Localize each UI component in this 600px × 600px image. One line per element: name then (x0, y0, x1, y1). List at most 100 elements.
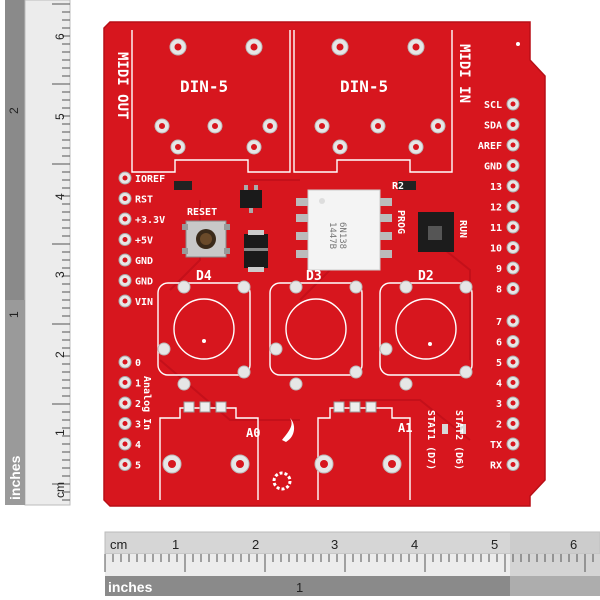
bottom-ruler-inches-label: inches (108, 579, 153, 595)
left-power-pin-6-hole (122, 298, 128, 304)
left-power-pin-label-3: +5V (135, 236, 153, 247)
left-power-pin-4-hole (122, 257, 128, 263)
left-power-pin-2-hole (122, 216, 128, 222)
d4-label: D4 (196, 269, 212, 284)
left-ruler-inch-1: 1 (7, 311, 21, 318)
left-ruler-cm-label: cm (53, 482, 67, 498)
right-bottom-pin-3-hole (510, 380, 516, 385)
bottom-ruler-cm-5: 5 (491, 537, 498, 552)
left-power-pin-5-hole (122, 278, 128, 283)
bottom-ruler-inch-1: 1 (296, 580, 303, 595)
din-left-label: DIN-5 (180, 77, 228, 96)
right-top-pin-4-hole (510, 183, 516, 189)
left-power-pin-label-5: GND (135, 277, 153, 288)
right-top-pin-label-9: 8 (496, 285, 502, 296)
left-power-pin-label-6: VIN (135, 297, 153, 308)
right-bottom-pin-2-hole (510, 359, 516, 365)
right-top-pin-1-hole (510, 122, 516, 127)
left-power-pin-label-0: IOREF (135, 174, 165, 185)
left-power-pin-label-4: GND (135, 256, 153, 267)
left-analog-pin-label-3: 3 (135, 420, 141, 431)
reset-label: RESET (187, 207, 217, 218)
right-top-pin-2-hole (510, 142, 516, 148)
right-top-pin-3-hole (510, 163, 516, 168)
d2-label: D2 (418, 269, 434, 284)
right-bottom-pin-4-hole (510, 400, 516, 406)
right-top-pin-label-3: GND (484, 162, 502, 173)
stat1-label: STAT1 (D7) (425, 410, 436, 470)
analog-in-label: Analog In (141, 376, 152, 430)
left-analog-pin-label-1: 1 (135, 379, 141, 390)
right-bottom-pin-label-4: 3 (496, 399, 502, 410)
chip-line1: 6N138 (337, 222, 347, 249)
bottom-ruler: cm 1 2 3 4 5 6 inches 1 (104, 531, 600, 596)
right-bottom-pin-label-3: 4 (496, 379, 502, 390)
left-ruler: inches cm 6 5 4 3 2 1 2 1 (5, 0, 71, 506)
left-power-pin-label-1: RST (135, 195, 153, 206)
right-top-pin-label-6: 11 (490, 223, 502, 234)
transistor (240, 185, 262, 213)
left-analog-pin-label-4: 4 (135, 440, 141, 451)
d3-label: D3 (306, 269, 322, 284)
bottom-ruler-cm-2: 2 (252, 537, 259, 552)
right-top-pin-label-8: 9 (496, 264, 502, 275)
din-right-label: DIN-5 (340, 77, 388, 96)
right-top-pin-label-2: AREF (478, 141, 502, 152)
right-bottom-pin-1-hole (510, 339, 516, 344)
left-analog-header: 0 1 2 3 4 5 (118, 355, 141, 472)
bottom-ruler-cm-1: 1 (172, 537, 179, 552)
right-top-pin-label-0: SCL (484, 100, 502, 111)
right-bottom-pin-label-1: 6 (496, 338, 502, 349)
right-top-pin-6-hole (510, 224, 516, 230)
prog-label: PROG (395, 210, 406, 234)
chip-line2: 1447B (327, 222, 337, 249)
left-power-pin-1-hole (122, 196, 128, 201)
left-analog-pin-4-hole (122, 441, 128, 447)
left-ruler-cm-6: 6 (53, 33, 67, 40)
left-ruler-cm-3: 3 (53, 271, 67, 278)
right-bottom-pin-6-hole (510, 441, 516, 447)
right-top-pin-5-hole (510, 204, 516, 209)
din-connector-left (131, 30, 291, 173)
open-hardware-logo-icon (272, 471, 292, 491)
left-power-pin-0-hole (122, 175, 128, 181)
right-bottom-pin-label-7: RX (490, 461, 502, 472)
stat1-led (442, 424, 448, 434)
right-top-pin-9-hole (510, 286, 516, 291)
potentiometer-d2 (379, 282, 473, 376)
a0-label: A0 (246, 426, 260, 440)
left-analog-pin-label-5: 5 (135, 461, 141, 472)
left-ruler-inches-label: inches (7, 455, 23, 500)
right-bottom-pin-0-hole (510, 318, 516, 324)
right-top-pin-8-hole (510, 265, 516, 271)
sparkfun-flame-icon (282, 418, 295, 442)
left-analog-pin-label-0: 0 (135, 358, 141, 369)
left-ruler-cm-1: 1 (53, 429, 67, 436)
left-analog-pin-0-hole (122, 359, 128, 365)
right-top-pin-label-7: 10 (490, 244, 502, 255)
right-bottom-pin-7-hole (510, 462, 516, 467)
pcb-board: DIN-5 DIN-5 MIDI OUT MIDI IN R2 RESET (103, 21, 546, 507)
analog-footprint-a1 (317, 407, 411, 500)
right-top-pin-label-5: 12 (490, 203, 502, 214)
left-ruler-cm-2: 2 (53, 351, 67, 358)
left-ruler-cm-4: 4 (53, 193, 67, 200)
right-bottom-pin-label-0: 7 (496, 317, 502, 328)
stat2-led (460, 424, 466, 434)
bottom-ruler-cm-3: 3 (331, 537, 338, 552)
left-analog-pin-label-2: 2 (135, 399, 141, 410)
right-bottom-pin-label-2: 5 (496, 358, 502, 369)
right-top-pin-0-hole (510, 101, 516, 107)
stat2-label: STAT2 (D6) (453, 410, 464, 470)
diode (244, 230, 268, 272)
prog-run-switch (418, 212, 454, 252)
bottom-ruler-cm-label: cm (110, 537, 127, 552)
potentiometer-d4 (157, 282, 251, 376)
a1-label: A1 (398, 421, 412, 435)
resistor-r2 (398, 181, 416, 190)
potentiometer-d3 (269, 282, 363, 376)
